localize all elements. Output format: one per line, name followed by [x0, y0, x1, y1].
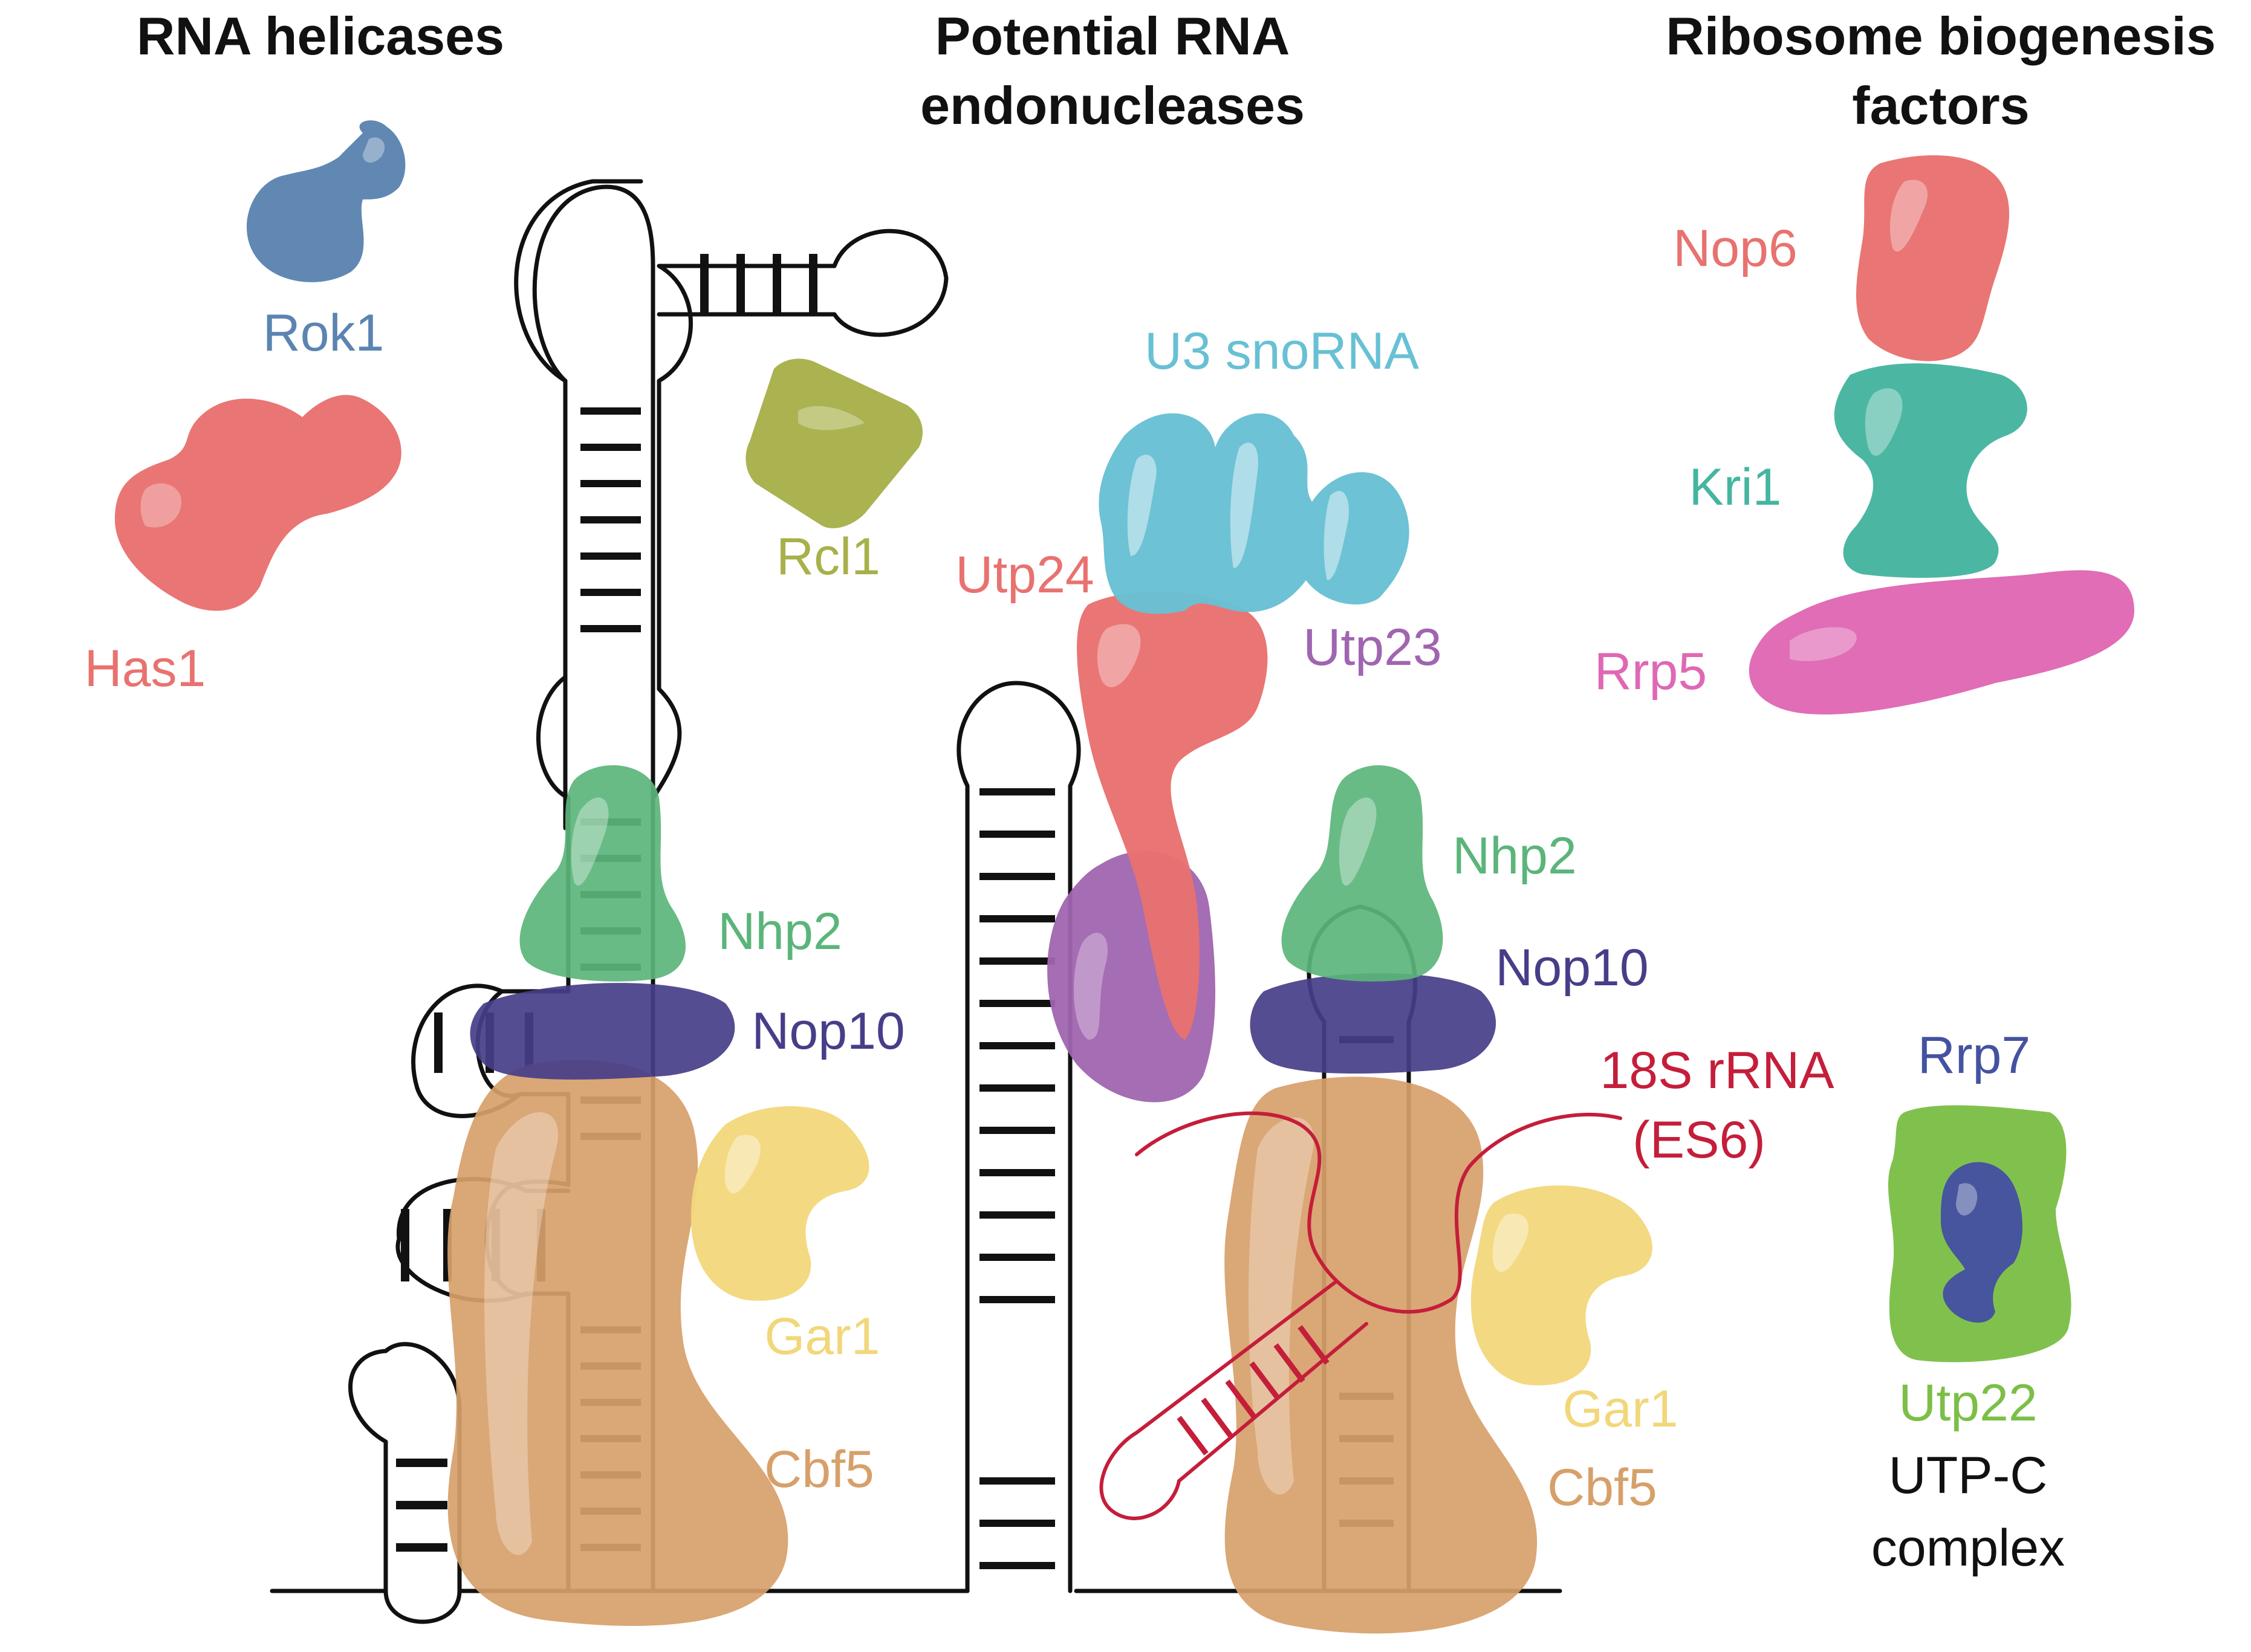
kri1-highlight	[1865, 388, 1903, 456]
left-snornp	[447, 765, 869, 1626]
rok1-shape	[247, 120, 406, 282]
label-es6: (ES6)	[1632, 1111, 1765, 1169]
label-has1: Has1	[85, 640, 206, 698]
label-utp22: Utp22	[1899, 1374, 2038, 1432]
label-utp-c: UTP-C	[1889, 1446, 2048, 1505]
label-nop6: Nop6	[1673, 219, 1798, 277]
label-rrp7: Rrp7	[1918, 1026, 2030, 1084]
rna-baseline-left	[270, 1589, 970, 1624]
label-rrp5: Rrp5	[1594, 643, 1707, 701]
u3-snorna-highlights	[1127, 442, 1349, 580]
label-nhp2-left: Nhp2	[718, 902, 842, 960]
header-rna-helicases: RNA helicases	[137, 6, 504, 66]
middle-hairpin	[957, 681, 1081, 1593]
rcl1-shape	[745, 358, 923, 528]
label-rcl1: Rcl1	[776, 528, 880, 586]
base-pairs-middle-hairpin	[979, 788, 1055, 1569]
label-kri1: Kri1	[1689, 458, 1782, 516]
biogenesis-proteins	[1749, 155, 2134, 1362]
cbf5-left-highlight	[484, 1112, 559, 1555]
left-stem-top-loop	[532, 184, 655, 800]
label-complex: complex	[1871, 1519, 2065, 1577]
nhp2-right-shape	[1281, 765, 1443, 982]
labels: Rok1 Has1 Rcl1 U3 snoRNA Utp24 Utp23 Nop…	[85, 219, 2065, 1577]
label-utp24: Utp24	[955, 546, 1094, 604]
header-biogenesis-line1: Ribosome biogenesis	[1666, 6, 2216, 66]
utp24-highlight	[1097, 624, 1141, 687]
header-endonucleases-line2: endonucleases	[920, 76, 1305, 135]
rcl1-highlight	[798, 406, 865, 430]
endonuclease-proteins	[745, 358, 1409, 1103]
cbf5-right-highlight	[1249, 1117, 1314, 1495]
cbf5-right-shape	[1224, 1077, 1538, 1634]
gar1-right-highlight	[1492, 1213, 1529, 1272]
hairpin-bottom-left	[348, 1342, 462, 1593]
has1-shape	[115, 395, 401, 611]
gar1-right-shape	[1470, 1185, 1652, 1385]
nop10-right-shape	[1250, 973, 1496, 1074]
label-gar1-left: Gar1	[764, 1307, 880, 1365]
label-nhp2-right: Nhp2	[1452, 827, 1577, 885]
nhp2-left-highlight	[571, 797, 609, 886]
base-pairs-top-arm	[700, 254, 817, 314]
rrna-base-pairs	[1177, 1325, 1330, 1456]
label-18s-rrna: 18S rRNA	[1600, 1041, 1834, 1100]
rrna-es6-strand	[1099, 1111, 1622, 1520]
nop6-highlight	[1890, 180, 1928, 252]
rrp7-highlight	[1956, 1183, 1978, 1216]
utp24-shape	[1077, 591, 1268, 1040]
cbf5-left-shape	[447, 1060, 788, 1626]
utp23-highlight	[1074, 933, 1108, 1040]
label-cbf5-left: Cbf5	[764, 1440, 874, 1498]
helicase-proteins	[115, 120, 406, 611]
rrp5-highlight	[1790, 627, 1857, 661]
rrp7-shape	[1941, 1162, 2022, 1323]
label-nop10-right: Nop10	[1495, 939, 1648, 997]
header-biogenesis-line2: factors	[1852, 76, 2029, 135]
has1-highlight	[140, 483, 181, 528]
label-u3-snorna: U3 snoRNA	[1145, 322, 1420, 380]
nop10-left-shape	[470, 983, 735, 1080]
label-nop10-left: Nop10	[752, 1002, 905, 1060]
nhp2-left-shape	[519, 765, 686, 982]
left-stem-right-strand	[651, 228, 949, 1593]
nhp2-right-highlight	[1339, 797, 1377, 886]
label-gar1-right: Gar1	[1562, 1380, 1678, 1438]
kri1-shape	[1834, 363, 2027, 578]
gar1-left-highlight	[724, 1135, 761, 1194]
rok1-highlight	[363, 137, 385, 163]
label-rok1: Rok1	[263, 304, 385, 362]
rrp5-shape	[1749, 570, 2134, 714]
label-cbf5-right: Cbf5	[1547, 1459, 1657, 1517]
label-utp23: Utp23	[1303, 618, 1442, 676]
nop6-shape	[1856, 155, 2010, 361]
header-endonucleases-line1: Potential RNA	[935, 6, 1290, 66]
right-snornp	[1099, 765, 1652, 1634]
gar1-left-shape	[690, 1106, 869, 1301]
u3-snorna-shape	[1099, 413, 1409, 614]
